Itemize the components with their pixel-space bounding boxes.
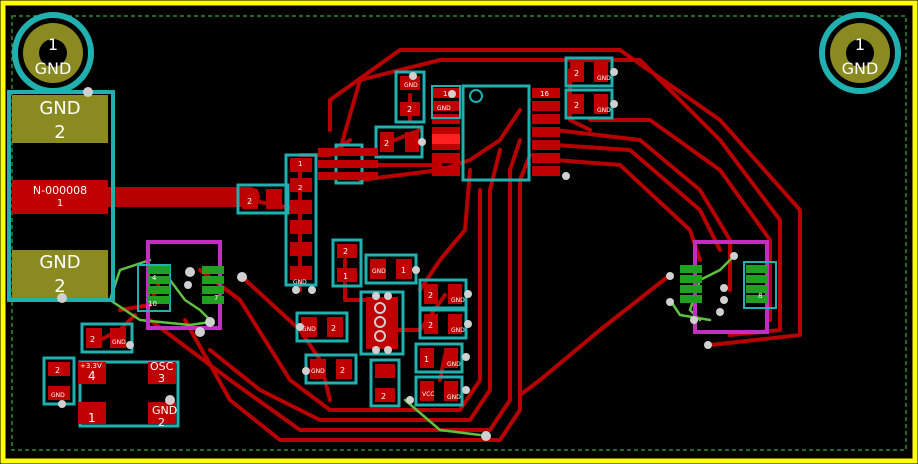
- ic-left-footprint[interactable]: 4 10 7: [137, 240, 224, 330]
- copper-traces: [90, 48, 802, 442]
- c15-gnd: GND: [51, 392, 65, 399]
- c6-one: 1: [401, 266, 406, 275]
- resistor-r1[interactable]: GND 2: [394, 70, 426, 124]
- cap-c1[interactable]: GND: [431, 85, 461, 119]
- c8-two: 2: [428, 321, 433, 330]
- cap-c13[interactable]: GND 2: [304, 353, 358, 385]
- c6-gnd: GND: [372, 268, 386, 275]
- c1-gnd: GND: [437, 105, 451, 112]
- connector-pad-mid[interactable]: [12, 180, 108, 214]
- mounting-hole-right-pin: 1: [855, 35, 865, 54]
- osc-gnd: GND: [152, 404, 177, 417]
- r3-two: 2: [247, 197, 252, 206]
- osc-pin1: 1: [88, 411, 96, 425]
- c8-gnd: GND: [451, 327, 465, 334]
- cap-c8[interactable]: 2 GND: [418, 308, 468, 340]
- mcu-pin1: 1: [443, 90, 447, 98]
- cap-c4[interactable]: 2 GND: [564, 88, 614, 120]
- c5-two: 2: [343, 247, 348, 256]
- cap-c5[interactable]: 2 1: [331, 238, 363, 288]
- edge-connector[interactable]: GND 2 N-000008 1 GND 2: [7, 90, 115, 302]
- connector-pad-bottom-pin: 2: [54, 276, 65, 297]
- c15-two: 2: [55, 366, 60, 375]
- connector-pad-top-net: GND: [39, 98, 80, 119]
- c3-gnd: GND: [597, 75, 611, 82]
- c13-gnd: GND: [311, 368, 325, 375]
- resistor-r2[interactable]: 1 2 GND: [284, 153, 318, 287]
- ic-left-pin7: 7: [214, 294, 218, 302]
- c4-two: 2: [574, 101, 579, 110]
- mounting-hole-left-net: GND: [35, 59, 72, 78]
- c12-gnd: GND: [302, 326, 316, 333]
- c13-two: 2: [340, 366, 345, 375]
- ic-right-pin8: 8: [758, 292, 762, 300]
- c7-two: 2: [428, 291, 433, 300]
- r2-one: 1: [298, 160, 302, 168]
- connector-pad-mid-pin: 1: [57, 198, 63, 209]
- board-keepout-outline: [11, 15, 907, 451]
- cap-c6[interactable]: GND 1: [364, 253, 418, 285]
- r1-gnd: GND: [404, 82, 418, 89]
- cap-c12[interactable]: GND 2: [295, 311, 349, 343]
- ic-right-footprint[interactable]: 8: [680, 240, 777, 334]
- cap-c11[interactable]: 2: [369, 358, 401, 408]
- crystal-y1[interactable]: [359, 290, 405, 356]
- c10-vcc: VCC: [422, 391, 434, 398]
- mcu-footprint[interactable]: 1 16: [432, 84, 560, 182]
- diode-d1[interactable]: [318, 143, 378, 185]
- mcu-pin16: 16: [540, 90, 549, 98]
- mounting-hole-left-pin: 1: [48, 35, 58, 54]
- mounting-hole-left[interactable]: 1 GND: [12, 12, 94, 94]
- c9-gnd: GND: [447, 361, 461, 368]
- r2-gnd: GND: [293, 279, 307, 286]
- c14-gnd: GND: [112, 339, 126, 346]
- cap-c14[interactable]: 2 GND: [80, 322, 134, 354]
- ic-left-pin10: 10: [148, 300, 157, 308]
- passive-components: GND 2 GND 2 2 GND 2 GND: [42, 56, 614, 408]
- osc-pin4: 4: [88, 369, 96, 383]
- r2-two: 2: [298, 184, 302, 192]
- c10-gnd: GND: [447, 394, 461, 401]
- c14-two: 2: [90, 335, 95, 344]
- resistor-r3[interactable]: 2: [236, 183, 290, 215]
- r1-two: 2: [407, 105, 412, 114]
- c7-gnd: GND: [451, 297, 465, 304]
- mounting-hole-right[interactable]: 1 GND: [819, 12, 901, 94]
- connector-pad-bottom-net: GND: [39, 252, 80, 273]
- osc-label: OSC: [150, 360, 174, 373]
- c9-one: 1: [424, 355, 429, 364]
- c5-one: 1: [343, 272, 348, 281]
- connector-pad-mid-net: N-000008: [33, 184, 87, 197]
- c11-two: 2: [381, 392, 386, 401]
- ic-left-pin4: 4: [152, 274, 157, 282]
- cap-c3[interactable]: 2 GND: [564, 56, 614, 88]
- c12-two: 2: [331, 324, 336, 333]
- vias: [57, 68, 738, 441]
- oscillator-x1[interactable]: +3.3V 4 OSC 3 1 GND 2: [78, 360, 180, 429]
- osc-vplus: +3.3V: [80, 362, 102, 370]
- connector-pad-bottom[interactable]: [12, 250, 108, 298]
- mcu-highlight-pad: [432, 134, 460, 144]
- connector-pad-top[interactable]: [12, 95, 108, 143]
- cap-c10[interactable]: VCC GND: [414, 375, 464, 407]
- cap-c9[interactable]: 1 GND: [414, 342, 464, 374]
- mounting-hole-right-net: GND: [842, 59, 879, 78]
- cap-c15[interactable]: 2 GND: [42, 356, 76, 406]
- osc-pin2: 2: [158, 416, 165, 429]
- connector-pad-top-pin: 2: [54, 122, 65, 143]
- c4-gnd: GND: [597, 107, 611, 114]
- cap-c7[interactable]: 2 GND: [418, 278, 468, 310]
- osc-pin3: 3: [158, 372, 165, 385]
- c2-two: 2: [384, 139, 389, 148]
- c3-two: 2: [574, 69, 579, 78]
